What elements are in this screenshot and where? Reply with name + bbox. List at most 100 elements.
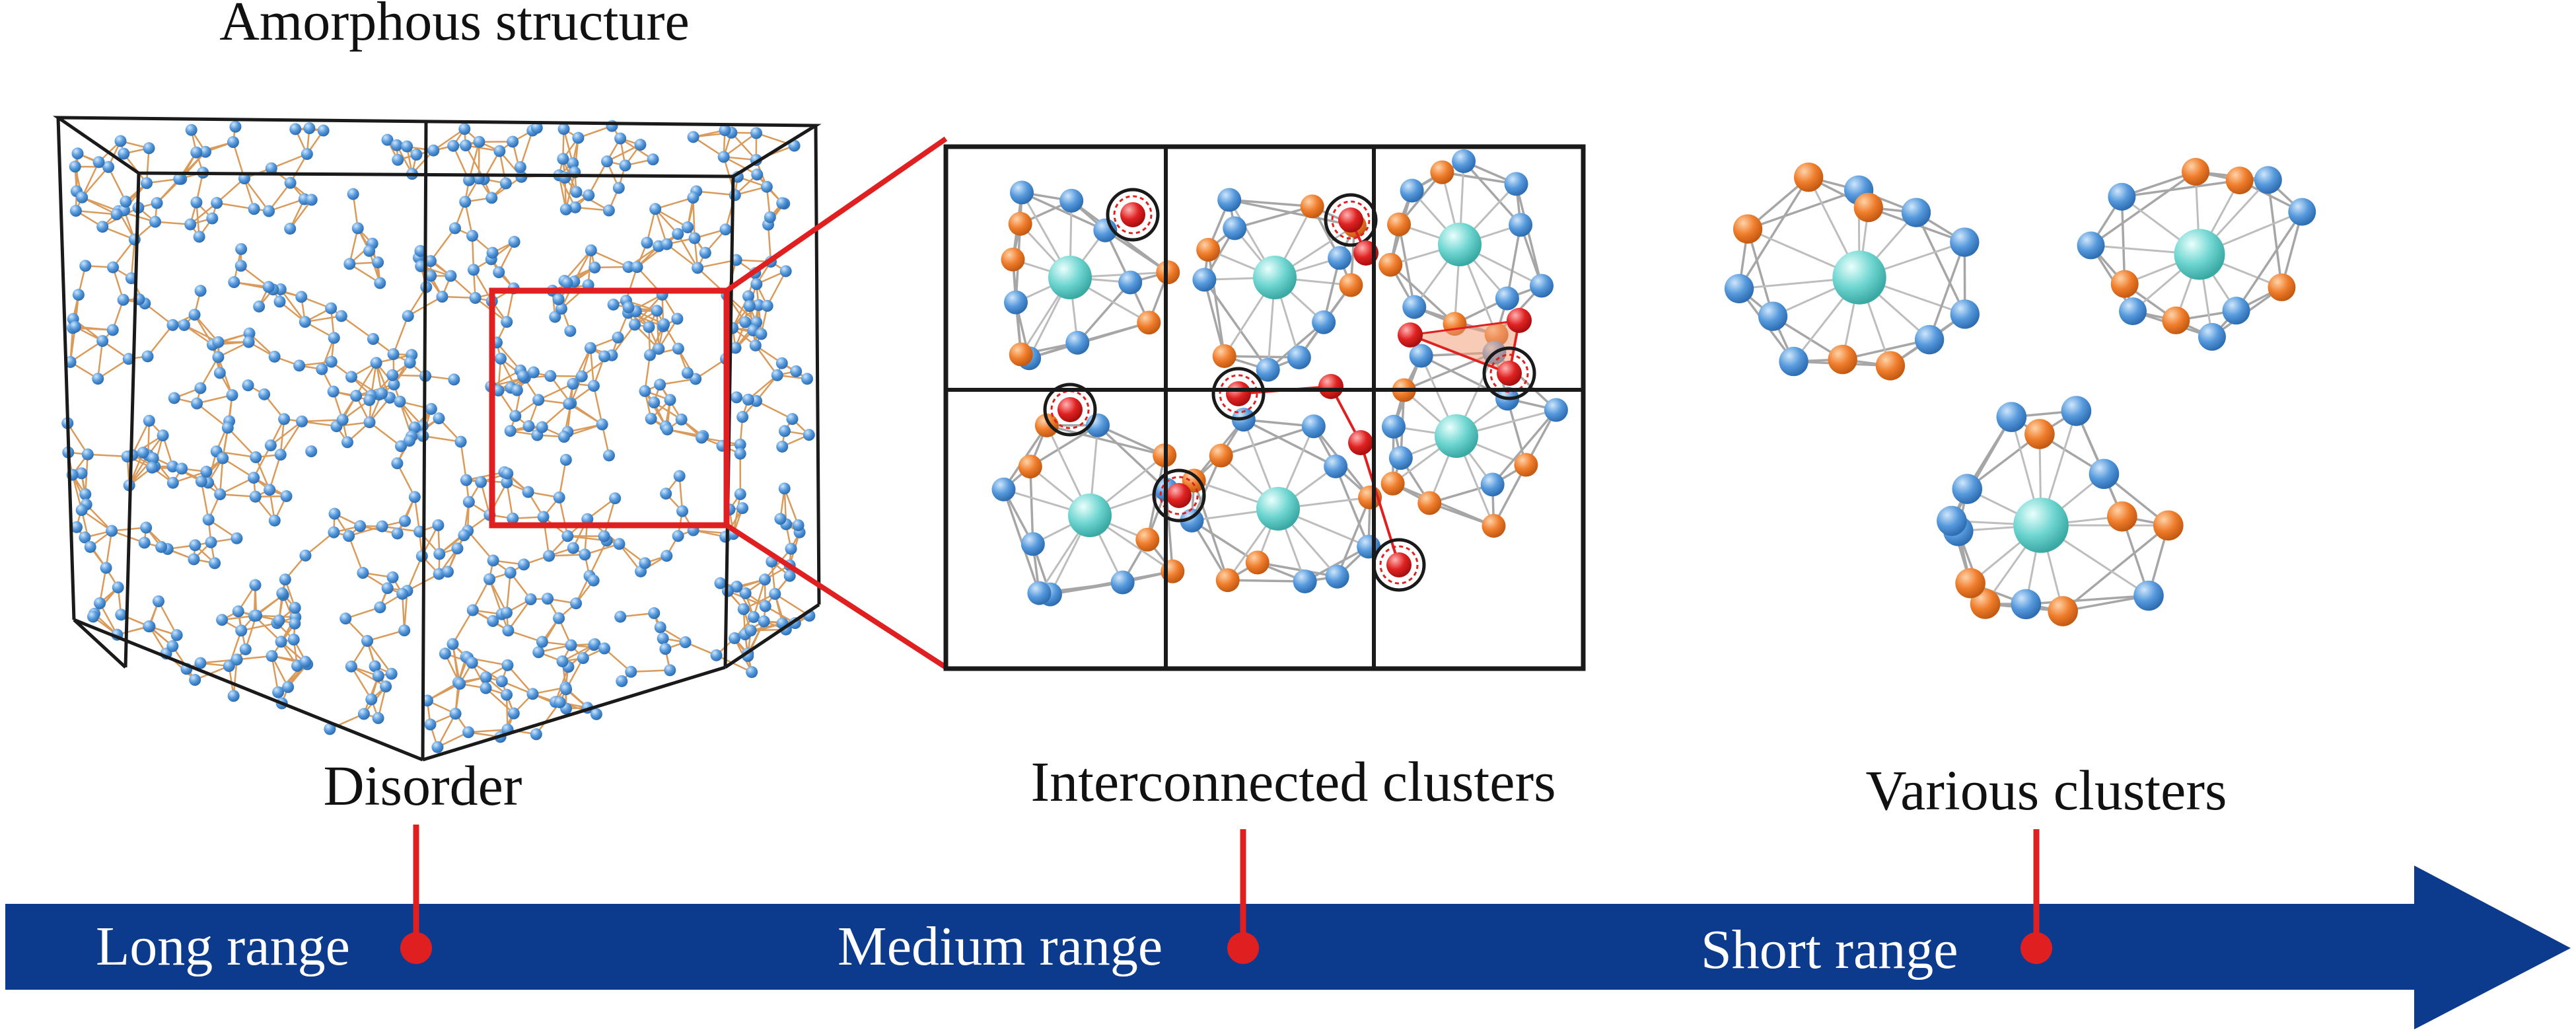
network-atom <box>367 333 379 346</box>
blue-atom <box>2061 396 2092 426</box>
network-atom <box>775 357 788 369</box>
blue-atom <box>1388 446 1413 470</box>
network-bond <box>496 342 521 371</box>
cluster-bond <box>1029 424 1098 468</box>
network-atom <box>776 197 789 209</box>
network-atom <box>248 472 260 484</box>
network-atom <box>501 476 513 489</box>
network-bond <box>659 378 696 386</box>
network-bond <box>692 198 696 239</box>
network-atom <box>530 122 543 134</box>
shared-face <box>1410 319 1521 375</box>
network-atom <box>325 355 338 368</box>
network-atom <box>462 726 475 739</box>
network-atom <box>508 236 520 248</box>
network-atom <box>69 161 81 173</box>
network-atom <box>616 675 628 687</box>
network-atom <box>778 482 791 495</box>
network-atom <box>231 532 243 544</box>
cluster-bond <box>1515 183 1543 286</box>
network-atom <box>672 530 684 542</box>
network-bond <box>196 402 229 429</box>
zoom-line-bottom <box>725 523 948 670</box>
network-atom <box>759 600 771 612</box>
network-atom <box>248 203 260 215</box>
medium-range-label: Medium range <box>838 916 1163 977</box>
network-atom <box>282 681 295 693</box>
blue-atom <box>1952 474 1983 504</box>
highlight-ring <box>1106 188 1160 242</box>
cluster-bond <box>1224 355 1299 359</box>
blue-atom <box>991 477 1016 501</box>
center-atom <box>1435 414 1478 458</box>
short-cluster-2 <box>2077 157 2316 351</box>
network-atom <box>143 620 155 633</box>
network-atom <box>679 636 692 649</box>
orange-atom <box>1009 342 1033 367</box>
network-atom <box>75 504 88 517</box>
blue-atom <box>1914 324 1945 355</box>
network-atom <box>396 587 409 600</box>
blue-atom <box>2288 198 2316 226</box>
shared-atoms <box>1043 188 1536 592</box>
orange-atom <box>1970 589 2001 619</box>
network-bond <box>631 669 670 673</box>
blue-atom <box>1509 213 1533 237</box>
network-atom <box>507 512 519 525</box>
network-bond <box>75 326 113 331</box>
cluster-bond <box>2235 211 2303 312</box>
network-bond <box>558 459 567 498</box>
red-atom <box>1338 207 1363 233</box>
network-bond <box>485 687 515 714</box>
center-atom <box>1438 223 1482 266</box>
network-atom <box>507 135 519 148</box>
blue-atom <box>2119 297 2147 326</box>
network-atom <box>536 421 548 433</box>
network-atom <box>643 349 656 361</box>
network-atom <box>350 390 363 402</box>
network-atom <box>736 502 749 515</box>
network-atom <box>199 145 211 158</box>
network-atom <box>495 352 507 365</box>
network-bond <box>194 665 230 681</box>
orange-atom <box>2225 166 2254 195</box>
blue-atom <box>1950 299 1980 329</box>
orange-atom <box>2024 419 2055 449</box>
network-bond <box>157 601 178 636</box>
network-atom <box>598 350 611 363</box>
center-atom <box>1253 256 1297 299</box>
network-atom <box>500 607 513 619</box>
network-atom <box>458 529 470 542</box>
network-atom <box>301 148 313 161</box>
disorder-label: Disorder <box>324 754 522 817</box>
network-bond <box>655 196 694 210</box>
network-atom <box>202 513 215 526</box>
network-atom <box>72 289 85 301</box>
blue-atom <box>1324 454 1348 478</box>
network-bond <box>644 355 651 392</box>
network-atom <box>445 270 457 282</box>
orange-atom <box>1828 344 1857 375</box>
network-atom <box>639 557 651 570</box>
network-atom <box>212 336 225 348</box>
network-atom <box>553 612 565 624</box>
network-atom <box>739 316 752 328</box>
network-atom <box>502 624 515 637</box>
red-atom <box>1497 361 1522 386</box>
orange-atom <box>2268 273 2296 301</box>
network-atom <box>190 196 203 209</box>
network-atom <box>504 566 517 579</box>
cluster-bond <box>1915 211 1966 315</box>
network-atom <box>195 475 207 488</box>
network-atom <box>774 513 787 525</box>
cluster-bond <box>1506 225 1522 299</box>
network-atom <box>758 573 771 586</box>
network-atom <box>788 139 801 152</box>
orange-atom <box>1196 238 1221 262</box>
network-atom <box>71 147 84 160</box>
orange-atom <box>1018 455 1042 479</box>
network-bond <box>341 315 374 340</box>
network-atom <box>454 677 466 690</box>
network-atom <box>235 242 248 255</box>
network-atom <box>75 467 88 480</box>
